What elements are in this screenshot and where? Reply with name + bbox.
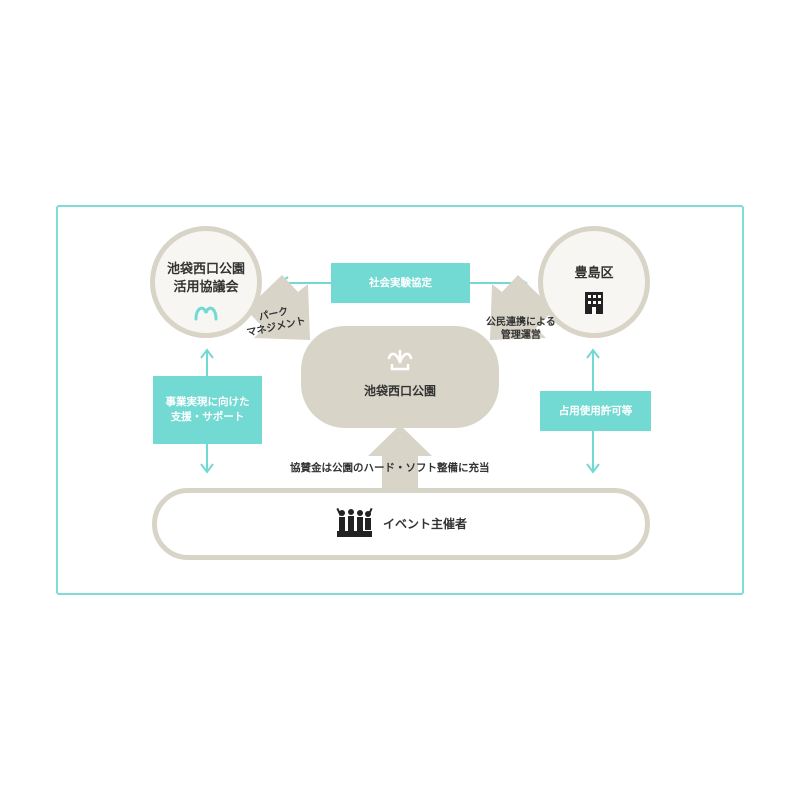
public-private-arrow (490, 275, 552, 340)
park-node: 池袋西口公園 (301, 326, 499, 428)
sponsorship-arrow (368, 425, 432, 492)
permit-label: 占用使用許可等 (558, 404, 633, 417)
agreement-box: 社会実験協定 (331, 263, 470, 303)
crowd-icon (336, 507, 373, 537)
building-icon (585, 292, 603, 314)
support-box: 事業実現に向けた 支援・サポート (153, 376, 262, 444)
council-name-line1: 池袋西口公園 (166, 262, 245, 277)
ward-node: 豊島区 (538, 226, 650, 338)
public-private-line1: 公民連携による (486, 317, 556, 328)
council-name-line2: 活用協議会 (173, 280, 239, 295)
permit-box: 占用使用許可等 (540, 391, 651, 431)
park-label: 池袋西口公園 (363, 384, 436, 398)
support-line1: 事業実現に向けた (165, 396, 250, 408)
public-private-line2: 管理運営 (500, 330, 541, 341)
agreement-label: 社会実験協定 (369, 276, 432, 289)
council-node: 池袋西口公園 活用協議会 (150, 226, 262, 338)
sponsorship-label: 協賛金は公園のハード・ソフト整備に充当 (290, 462, 490, 474)
public-private-label: 公民連携による 管理運営 (486, 316, 556, 342)
council-logo-icon (194, 306, 218, 321)
diagram-frame (56, 205, 744, 595)
support-line2: 支援・サポート (170, 411, 245, 423)
ward-name: 豊島区 (574, 266, 614, 281)
event-organizer-node: イベント主催者 (152, 488, 650, 560)
fountain-icon (387, 349, 413, 371)
park-management-arrow (248, 275, 310, 340)
event-organizer-label: イベント主催者 (382, 516, 467, 531)
